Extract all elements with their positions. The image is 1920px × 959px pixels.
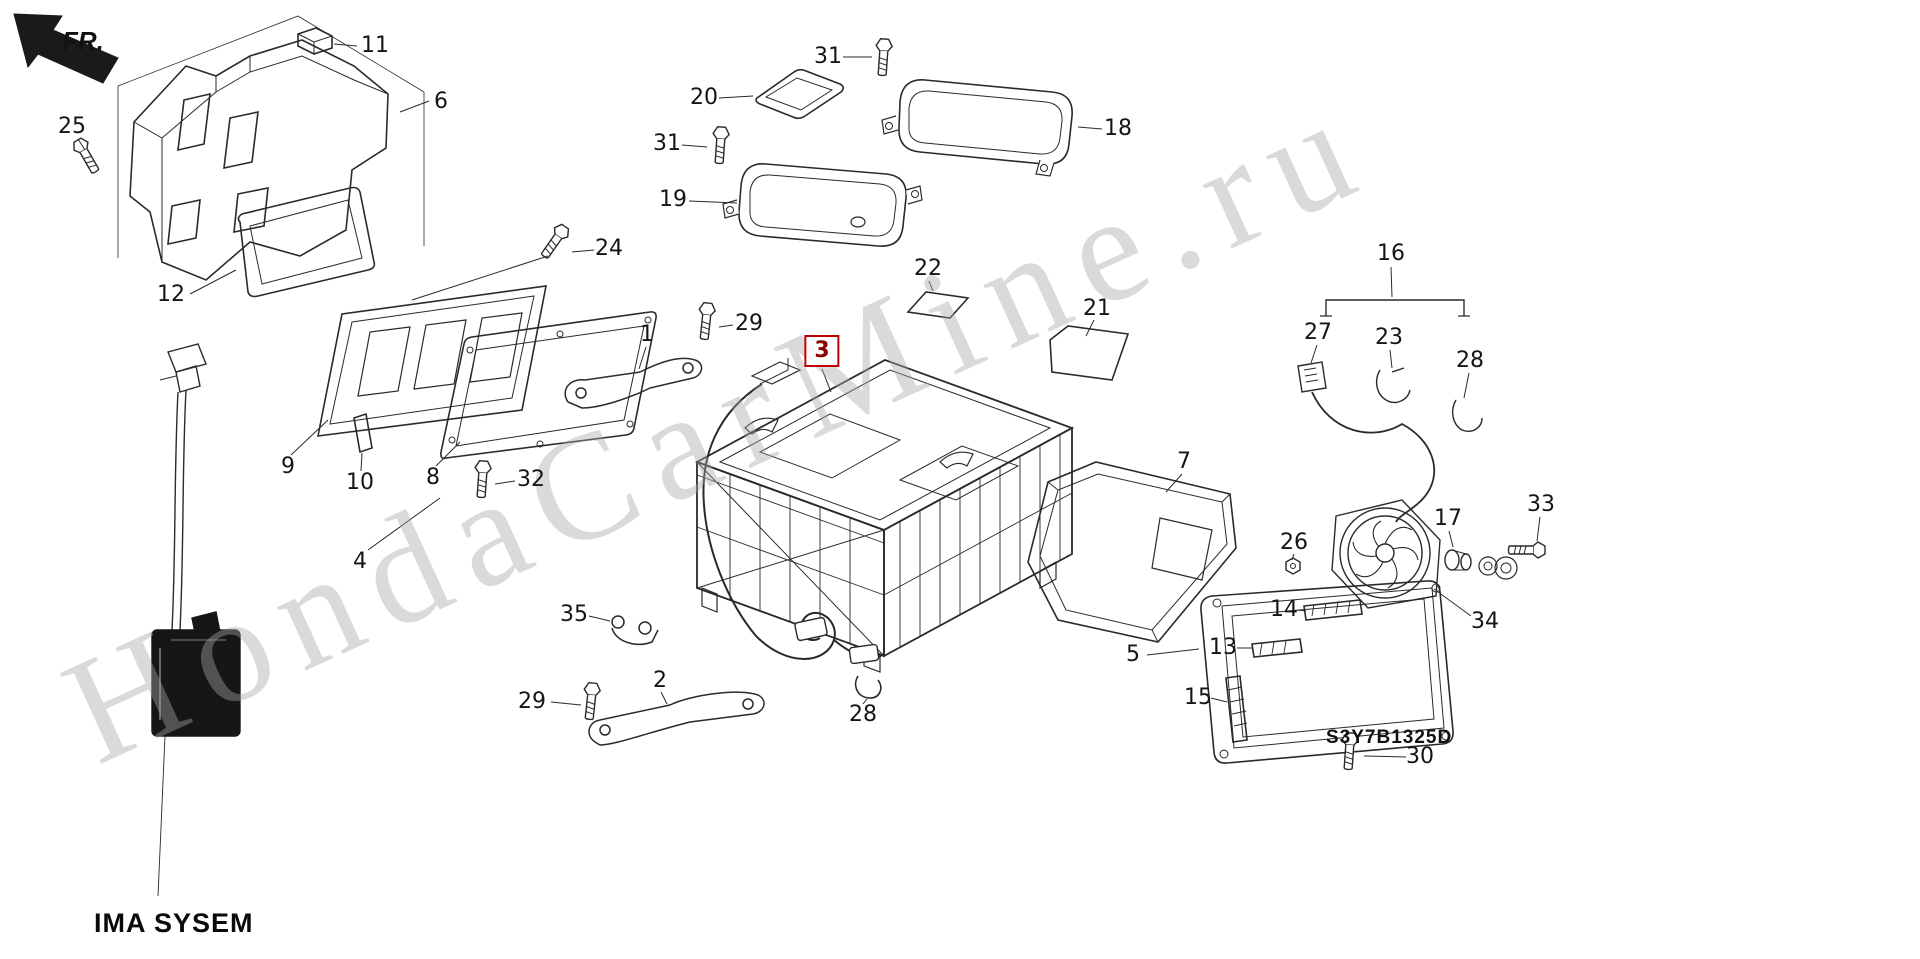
part-callout-22[interactable]: 22 [914,256,942,281]
rear-frame-drawing [1200,580,1454,764]
part-callout-29[interactable]: 29 [518,689,546,714]
part-callout-34[interactable]: 34 [1471,609,1499,634]
part-callout-17[interactable]: 17 [1434,506,1462,531]
part-callout-28[interactable]: 28 [849,702,877,727]
battery-cables-drawing [702,383,885,699]
battery-pack-drawing [694,358,1075,673]
part-callout-9[interactable]: 9 [281,454,295,479]
part-callout-2[interactable]: 2 [653,668,667,693]
part-callout-8[interactable]: 8 [426,465,440,490]
part-callout-21[interactable]: 21 [1083,296,1111,321]
brackets-drawing [564,357,765,746]
part-callout-31[interactable]: 31 [814,44,842,69]
part-callout-14[interactable]: 14 [1270,597,1298,622]
part-callout-31[interactable]: 31 [653,131,681,156]
part-callout-3[interactable]: 3 [804,335,840,367]
part-callout-18[interactable]: 18 [1104,116,1132,141]
part-callout-27[interactable]: 27 [1304,320,1332,345]
part-callout-15[interactable]: 15 [1184,685,1212,710]
front-direction-label: FR. [62,26,104,56]
part-callout-26[interactable]: 26 [1280,530,1308,555]
diagram-code: S3Y7B1325D [1326,727,1453,748]
part-callout-23[interactable]: 23 [1375,325,1403,350]
part-callout-16[interactable]: 16 [1377,241,1405,266]
side-cover-drawing [1027,461,1237,643]
part-callout-29[interactable]: 29 [735,311,763,336]
part-callout-4[interactable]: 4 [353,549,367,574]
part-callout-12[interactable]: 12 [157,282,185,307]
part-callout-33[interactable]: 33 [1527,492,1555,517]
part-callout-1[interactable]: 1 [640,322,654,347]
part-callout-10[interactable]: 10 [346,470,374,495]
part-callout-13[interactable]: 13 [1209,635,1237,660]
vent-panel-drawing [317,285,657,460]
part-callout-5[interactable]: 5 [1126,642,1140,667]
part-callout-25[interactable]: 25 [58,114,86,139]
part-callout-11[interactable]: 11 [361,33,389,58]
part-callout-30[interactable]: 30 [1406,744,1434,769]
ecu-modules-drawing [722,68,1130,381]
cover-assembly-drawing [117,15,425,298]
right-harness-fan-drawing [1285,299,1518,609]
ima-unit-harness-drawing [151,343,241,897]
part-callout-24[interactable]: 24 [595,236,623,261]
part-callout-7[interactable]: 7 [1177,449,1191,474]
part-callout-6[interactable]: 6 [434,89,448,114]
part-callout-20[interactable]: 20 [690,85,718,110]
part-callout-32[interactable]: 32 [517,467,545,492]
part-callout-28[interactable]: 28 [1456,348,1484,373]
system-title: IMA SYSEM [94,908,254,938]
part-callout-19[interactable]: 19 [659,187,687,212]
leader-lines [77,43,1541,758]
part-callout-35[interactable]: 35 [560,602,588,627]
front-direction-arrow-icon [13,13,119,84]
